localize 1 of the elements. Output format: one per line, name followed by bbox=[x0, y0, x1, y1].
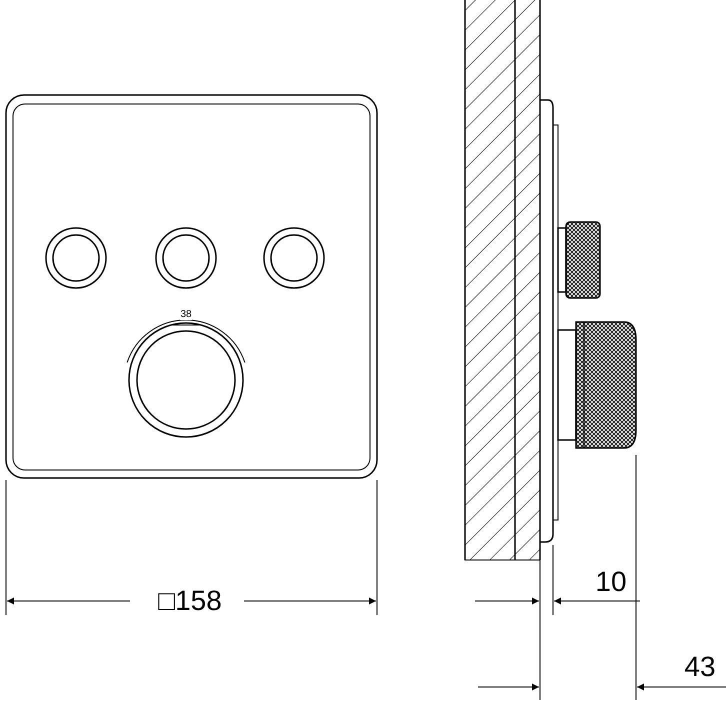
scale-label: 38 bbox=[180, 310, 192, 320]
